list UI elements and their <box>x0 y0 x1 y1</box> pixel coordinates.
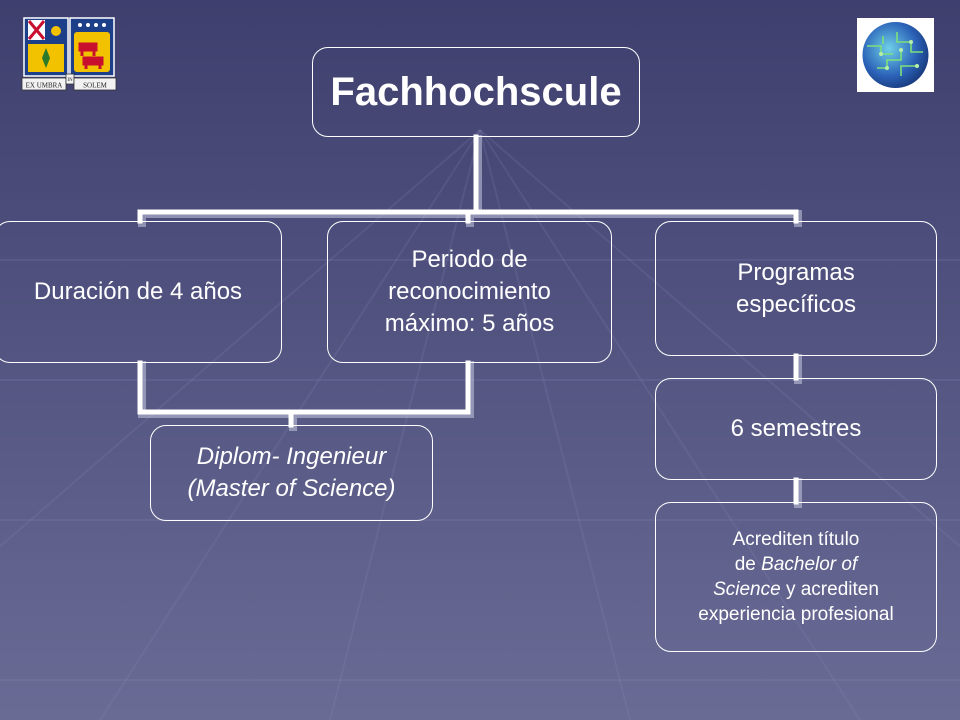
node-semestres: 6 semestres <box>655 378 937 480</box>
node-semestres-label: 6 semestres <box>730 415 862 442</box>
node-periodo-line: Periodo de <box>411 246 528 273</box>
node-duracion-label: Duración de 4 años <box>33 278 243 305</box>
node-acrediten-italic: Science <box>713 579 781 600</box>
node-periodo-line: máximo: 5 años <box>384 310 555 337</box>
node-programas: Programas específicos <box>655 221 937 356</box>
university-crest-icon: EX UMBRA IN SOLEM <box>21 17 117 91</box>
node-periodo-line: reconocimiento <box>388 278 551 305</box>
node-programas-line: Programas <box>737 258 855 286</box>
node-acrediten-line: experiencia profesional <box>698 604 894 625</box>
motto-left: EX UMBRA <box>26 82 63 90</box>
motto-middle: IN <box>67 78 73 83</box>
node-diplom: Diplom- Ingenieur (Master of Science) <box>150 425 433 521</box>
node-acrediten-italic: Bachelor of <box>761 554 858 575</box>
node-programas-line: específicos <box>735 290 857 318</box>
motto-right: SOLEM <box>83 82 108 90</box>
node-diplom-line: (Master of Science) <box>187 475 396 502</box>
node-acrediten-line: Acrediten título <box>732 529 860 550</box>
node-root: Fachhochscule <box>312 47 640 137</box>
node-acrediten-text: y acrediten <box>780 579 879 600</box>
node-acrediten-text: de <box>734 554 762 575</box>
node-diplom-line: Diplom- Ingenieur <box>196 443 387 470</box>
node-duracion: Duración de 4 años <box>0 221 282 363</box>
node-acrediten-line: de Bachelor of <box>735 552 858 577</box>
node-acrediten-line: Science y acrediten <box>713 577 879 602</box>
node-root-label: Fachhochscule <box>330 69 622 114</box>
node-periodo: Periodo de reconocimiento máximo: 5 años <box>327 221 612 363</box>
node-acrediten: Acrediten título de Bachelor of Science … <box>655 502 937 652</box>
globe-circuit-icon <box>857 18 934 92</box>
